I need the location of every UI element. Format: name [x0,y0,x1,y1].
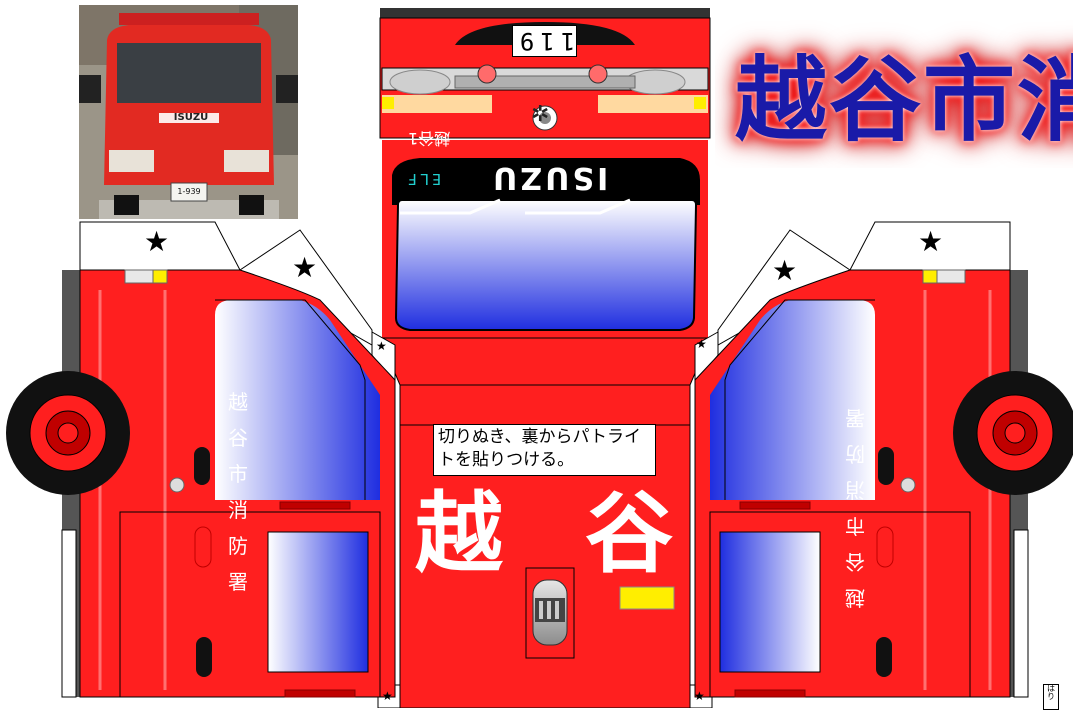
title-banner: 越谷市消 [715,8,1073,168]
photo-plate-text: 1-939 [177,187,201,196]
right-side-station-name: 越 谷 市 消 防 署 [845,406,865,610]
fire-truck-photo: ISUZU 1-939 [79,5,298,219]
star-icon: ★ [382,689,393,703]
brand-logo: ISUZU [490,160,609,195]
license-plate: 119 [512,25,577,57]
star-icon: ★ [144,225,170,258]
front-label-char-1: 越 [415,482,504,585]
star-icon: ★ [772,254,798,287]
left-side-panel [6,221,396,698]
star-icon: ★ [694,689,705,703]
right-side-panel [694,221,1073,698]
unit-label: 越谷1 [408,129,451,148]
star-icon: ★ [376,339,387,353]
front-label-char-2: 谷 [585,482,674,585]
star-icon: ★ [292,251,318,284]
fire-emblem-icon: ✲ [531,102,550,127]
glue-tab-label: はり [1043,684,1059,710]
page-title: 越谷市消 [735,47,1073,154]
photo-brand-text: ISUZU [173,112,209,123]
star-icon: ★ [696,337,707,351]
star-icon: ★ [918,225,944,258]
cutout-instruction: 切りぬき、裏からパトライトを貼りつける。 [433,424,656,476]
fire-truck-photo-image [79,5,298,219]
left-side-station-name: 越 谷 市 消 防 署 [228,390,248,594]
cab-top-panel [379,8,711,340]
model-label: ELF [405,170,442,188]
